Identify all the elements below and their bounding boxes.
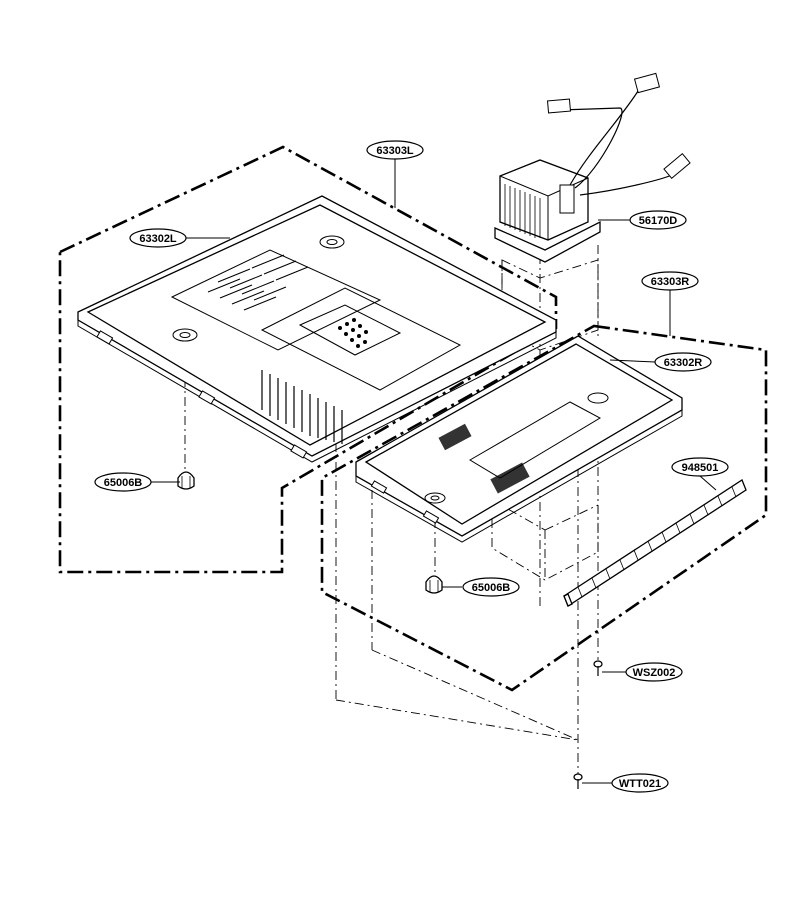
callout-56170D: 56170D	[629, 210, 687, 230]
callout-label-63302L: 63302L	[139, 233, 177, 245]
callout-63303R: 63303R	[641, 271, 699, 291]
right-assembly-boundary	[320, 324, 768, 692]
leader-lines	[150, 158, 717, 784]
callout-WTT021: WTT021	[611, 773, 669, 793]
callout-63302L: 63302L	[129, 228, 187, 248]
callout-label-948501: 948501	[682, 462, 719, 474]
callout-63303L: 63303L	[366, 140, 424, 160]
right-base-tray	[355, 335, 683, 543]
callout-label-63303L: 63303L	[376, 145, 414, 157]
callout-label-56170D: 56170D	[639, 215, 678, 227]
callout-label-63302R: 63302R	[664, 357, 703, 369]
callout-label-WTT021: WTT021	[619, 778, 661, 790]
screw-wtt021	[573, 773, 583, 789]
foot-right	[425, 575, 443, 594]
callout-948501: 948501	[671, 457, 729, 477]
left-base-plate	[77, 195, 557, 463]
callout-65006B-right: 65006B	[462, 577, 520, 597]
callout-label-65006B-right: 65006B	[472, 582, 511, 594]
foot-left	[177, 471, 195, 490]
gasket-strip	[563, 479, 747, 607]
callout-label-WSZ002: WSZ002	[633, 667, 676, 679]
callout-63302R: 63302R	[654, 352, 712, 372]
transformer	[494, 72, 691, 263]
callout-65006B-left: 65006B	[94, 472, 152, 492]
callout-label-65006B-left: 65006B	[104, 477, 143, 489]
screw-wsz002	[593, 660, 603, 676]
callout-WSZ002: WSZ002	[625, 662, 683, 682]
callout-label-63303R: 63303R	[651, 276, 690, 288]
